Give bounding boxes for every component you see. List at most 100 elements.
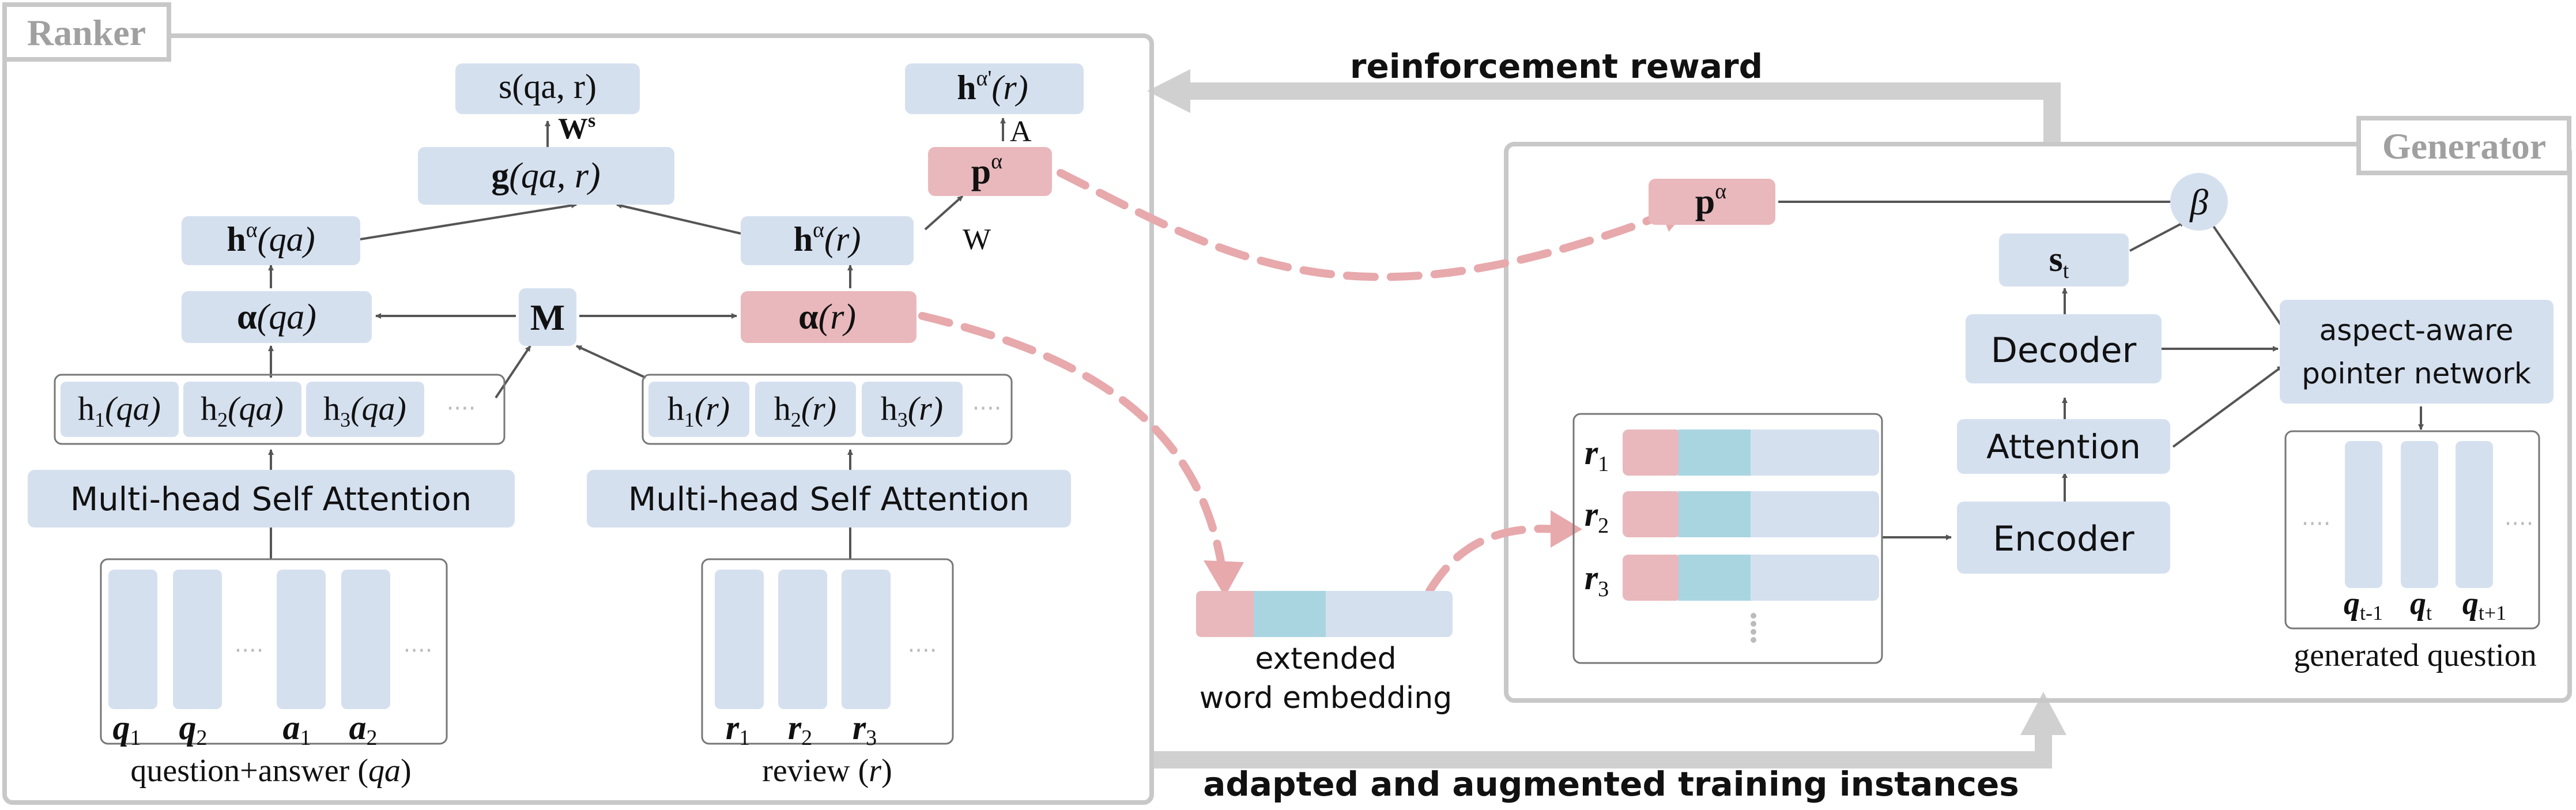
g-combination-box [418, 147, 674, 205]
alpha-qa-label: α(qa) [237, 297, 316, 337]
extended-embedding-label-1: extended [1255, 642, 1396, 676]
r-state-label: h3(r) [881, 390, 943, 431]
state-st-label: st [2049, 240, 2069, 283]
alpha-r-box [741, 291, 917, 343]
token-ellipsis: ···· [235, 638, 264, 664]
generator-title-bg [2356, 116, 2571, 175]
pointer-network-box [2280, 300, 2554, 404]
review-input-tokens: r1 r2 r3 ···· [715, 570, 937, 750]
review-bar-context-segment [1679, 491, 1751, 537]
token-column [778, 570, 827, 709]
ranker-title-bg [2, 2, 171, 62]
review-bar-aspect-segment [1623, 430, 1680, 476]
extended-word-embedding-bar [1196, 591, 1453, 637]
review-bars-group [1572, 413, 1883, 664]
qa-input-tokens: q1 q2 ···· a1 a2 ···· [108, 570, 432, 750]
token-label: r1 [726, 709, 750, 750]
token-column [277, 570, 326, 709]
token-label: qt+1 [2462, 586, 2506, 624]
decoder-box [1966, 314, 2162, 383]
generator-panel [1504, 142, 2572, 703]
ranker-title: Ranker [27, 12, 146, 53]
w-weight-label: W [963, 223, 991, 256]
attention-label: Attention [1986, 427, 2141, 466]
reinforcement-reward-label: reinforcement reward [1350, 47, 1763, 86]
alpha-qa-box [182, 291, 372, 343]
review-input-caption: review (r) [762, 753, 892, 789]
review-bars: r1 r2 r3 [1585, 430, 1879, 643]
h-alpha-r-box [741, 216, 914, 265]
token-column [341, 570, 390, 709]
generator-title: Generator [2382, 126, 2546, 167]
r-state-box [755, 382, 856, 437]
qa-state-box [306, 382, 424, 437]
beta-gate-label: β [2189, 182, 2208, 223]
p-alpha-label: pα [971, 149, 1002, 191]
r-hidden-states-group [642, 374, 1013, 445]
decoder-label: Decoder [1991, 330, 2137, 371]
attention-box [1957, 419, 2170, 474]
beta-gate-circle [2170, 173, 2228, 231]
pointer-network-label-2: pointer network [2302, 357, 2531, 390]
qa-input-caption: question+answer (qa) [130, 753, 411, 789]
review-bar-context-segment [1679, 430, 1751, 476]
extended-embedding-label-2: word embedding [1200, 681, 1452, 715]
token-column [108, 570, 157, 709]
r-state-box [648, 382, 749, 437]
token-ellipsis: ···· [2302, 511, 2331, 537]
token-column [842, 570, 891, 709]
token-ellipsis: ···· [908, 638, 937, 664]
token-column [2456, 441, 2493, 588]
token-column [2345, 441, 2382, 588]
token-label: r2 [788, 709, 812, 750]
token-ellipsis: ···· [403, 638, 433, 664]
m-matrix-box [519, 288, 576, 346]
token-column [2401, 441, 2438, 588]
review-bars-vertical-ellipsis [1751, 613, 1756, 643]
h-alpha-qa-box [182, 216, 360, 265]
review-label: r1 [1585, 434, 1609, 476]
qa-hidden-states-group [54, 374, 506, 445]
generated-question-caption: generated question [2294, 638, 2536, 673]
qa-state-label: h1(qa) [78, 390, 161, 431]
h-alpha-qa-label: hα(qa) [227, 218, 315, 258]
qa-state-label: h3(qa) [323, 390, 406, 431]
h-alpha-r-label: hα(r) [794, 218, 861, 258]
review-input-group [701, 558, 954, 745]
encoder-box [1957, 502, 2170, 574]
review-bar-context-segment [1679, 555, 1751, 601]
token-label: r3 [853, 709, 877, 750]
ranker-panel [2, 33, 1154, 805]
token-column [173, 570, 222, 709]
review-bar-aspect-segment [1623, 555, 1680, 601]
gen-p-alpha-label: pα [1695, 179, 1726, 221]
token-label: a2 [349, 709, 378, 750]
a-weight-label: A [1010, 115, 1032, 148]
r-states-ellipsis: ···· [972, 395, 1002, 422]
token-label: qt-1 [2344, 586, 2383, 624]
r-hidden-states: h1(r) h2(r) h3(r) ···· [648, 382, 1001, 437]
r-state-label: h2(r) [774, 390, 836, 431]
qa-states-ellipsis: ···· [447, 395, 476, 422]
qa-input-group [100, 558, 448, 745]
score-box [455, 63, 640, 114]
self-attention-qa-box [28, 470, 515, 528]
dashed-transfer-arrows [918, 169, 1670, 595]
score-label: s(qa, r) [499, 67, 597, 106]
review-label: r2 [1585, 495, 1609, 538]
dashed-arrowheads [1204, 193, 1692, 597]
generator-connectors [1778, 199, 2424, 540]
p-alpha-box [928, 147, 1052, 196]
self-attention-r-box [587, 470, 1071, 528]
token-column [715, 570, 764, 709]
qa-hidden-states: h1(qa) h2(qa) h3(qa) ···· [61, 382, 476, 437]
state-st-box [1999, 233, 2129, 287]
training-instances-arrow [1153, 692, 2066, 768]
self-attention-r-label: Multi-head Self Attention [628, 481, 1029, 518]
qa-state-box [61, 382, 179, 437]
g-combination-label: g(qa, r) [491, 156, 600, 195]
token-label: q2 [179, 709, 208, 750]
review-label: r3 [1585, 559, 1609, 601]
r-state-label: h1(r) [667, 390, 730, 431]
